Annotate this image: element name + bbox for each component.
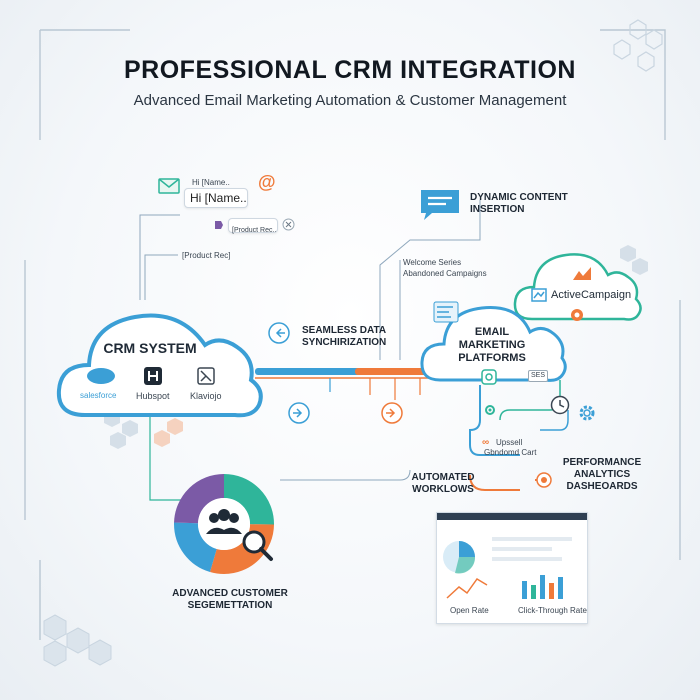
segmentation-donut (174, 474, 274, 574)
activecampaign-cloud (513, 253, 642, 321)
performance-analytics-label: PERFORMANCE ANALYTICS DASHEOARDS (562, 457, 642, 492)
greeting-text: Hi [Name.. (190, 191, 247, 205)
email-platforms-label: EMAIL MARKETING PLATFORMS (458, 326, 526, 364)
abandoned-cart-label: Gbndomd Cart (484, 448, 537, 457)
upsell-link-icon: ∞ (482, 437, 490, 448)
mini-close-icon (282, 218, 295, 231)
email-tag: Hi [Name.. (192, 178, 230, 187)
workflow-target-icon (536, 472, 552, 488)
page-title: PROFESSIONAL CRM INTEGRATION (124, 56, 576, 84)
settings-gear-icon (576, 402, 598, 424)
hexagon-decor-bottom-left (43, 614, 112, 667)
click-through-rate-label: Click-Through Rate (518, 606, 587, 615)
platform-gear-badge-icon (481, 369, 497, 385)
campaign-abandoned: Abandoned Campaigns (403, 269, 487, 278)
workflow-gear-icon (483, 403, 497, 417)
page-subtitle: Advanced Email Marketing Automation & Cu… (133, 92, 567, 109)
activecampaign-badge-icon (570, 308, 584, 322)
email-platforms-cloud (420, 306, 567, 382)
dashboard-graphics (437, 513, 587, 599)
klaviyo-logo (197, 367, 215, 385)
klaviyo-label: Klaviojo (190, 391, 222, 401)
at-sign-icon: @ (258, 172, 276, 192)
crm-cloud (56, 313, 263, 418)
salesforce-logo (86, 367, 116, 385)
dynamic-content-label: DYNAMIC CONTENT INSERTION (470, 192, 568, 215)
sync-back-arrow-icon (268, 322, 290, 344)
hexagon-decor-orange (154, 418, 183, 447)
open-rate-label: Open Rate (450, 606, 489, 615)
hubspot-label: Hubspot (136, 391, 170, 401)
greeting-field: Hi [Name.. (184, 188, 248, 208)
hexagon-decor-right (620, 245, 648, 275)
clock-icon (550, 395, 570, 415)
automated-workflows-label: AUTOMATED WORKLOWS (411, 472, 475, 495)
activecampaign-label: ActiveCampaign (551, 289, 632, 301)
product-rec-label: [Product Rec] (182, 251, 231, 260)
segmentation-label: ADVANCED CUSTOMER SEGEMETTATION (172, 588, 288, 611)
campaign-welcome-series: Welcome Series (403, 258, 462, 267)
activecampaign-chart-icon (572, 265, 592, 281)
product-rec-chip: [Product Rec.. (228, 218, 278, 234)
magnifier-icon (240, 528, 274, 562)
activecampaign-logo-icon (531, 288, 547, 302)
crm-system-title: CRM SYSTEM (103, 340, 197, 356)
email-envelope-icon (158, 178, 180, 194)
analytics-dashboard (436, 512, 588, 624)
salesforce-label: salesforce (80, 391, 117, 400)
sync-forward-orange-icon (381, 402, 403, 424)
upsell-label: Upssell (496, 438, 523, 447)
purple-tag-icon (213, 218, 225, 230)
chat-bubble-icon (418, 187, 462, 223)
product-rec-chip-text: [Product Rec.. (232, 227, 277, 234)
sync-label: SEAMLESS DATA SYNCHIRIZATION (302, 325, 387, 348)
hubspot-logo (143, 366, 163, 386)
ses-badge: SES (528, 370, 549, 382)
sync-forward-arrow-icon (288, 402, 310, 424)
hexagon-decor-top-right (613, 19, 663, 72)
platform-window-icon (433, 301, 459, 323)
